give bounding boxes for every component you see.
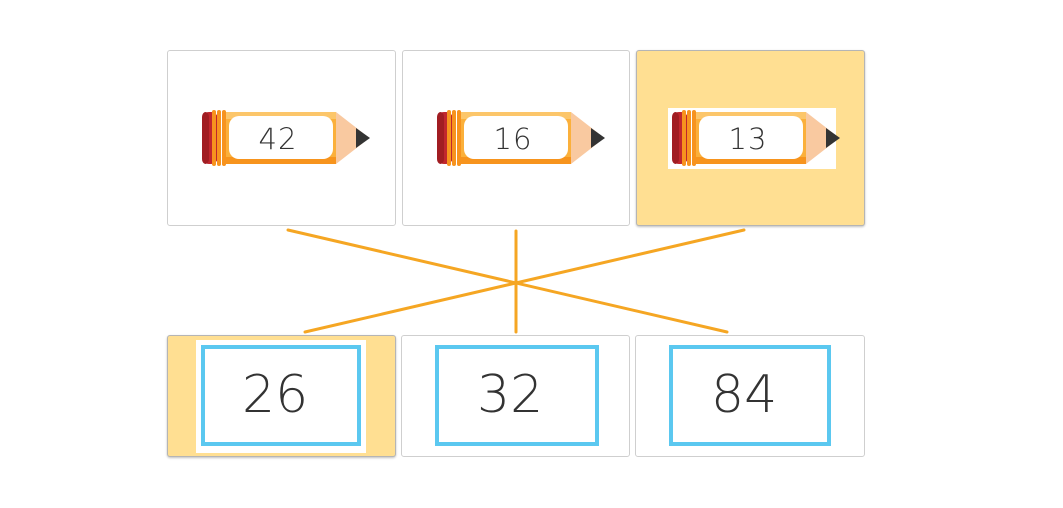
number-card-3[interactable]: 84 [635,335,865,457]
number-value: 84 [711,365,778,425]
number-card-2[interactable]: 32 [401,335,630,457]
pencil-value: 16 [493,122,533,156]
number-value: 32 [477,365,544,425]
number-box: 84 [669,345,831,446]
pencil-value: 42 [258,122,298,156]
match-line-42-84 [286,228,729,334]
number-card-1[interactable]: 26 [167,335,396,457]
pencil-icon: 13 [668,109,840,169]
number-box: 26 [201,345,361,446]
pencil-card-2[interactable]: 16 [402,50,630,226]
pencil-icon: 16 [433,109,605,169]
pencil-card-1[interactable]: 42 [167,50,396,226]
pencil-icon: 42 [198,109,370,169]
pencil-value: 13 [728,122,768,156]
number-box: 32 [435,345,599,446]
pencil-card-3[interactable]: 13 [636,50,865,226]
match-line-13-26 [303,228,746,334]
number-value: 26 [242,365,309,425]
